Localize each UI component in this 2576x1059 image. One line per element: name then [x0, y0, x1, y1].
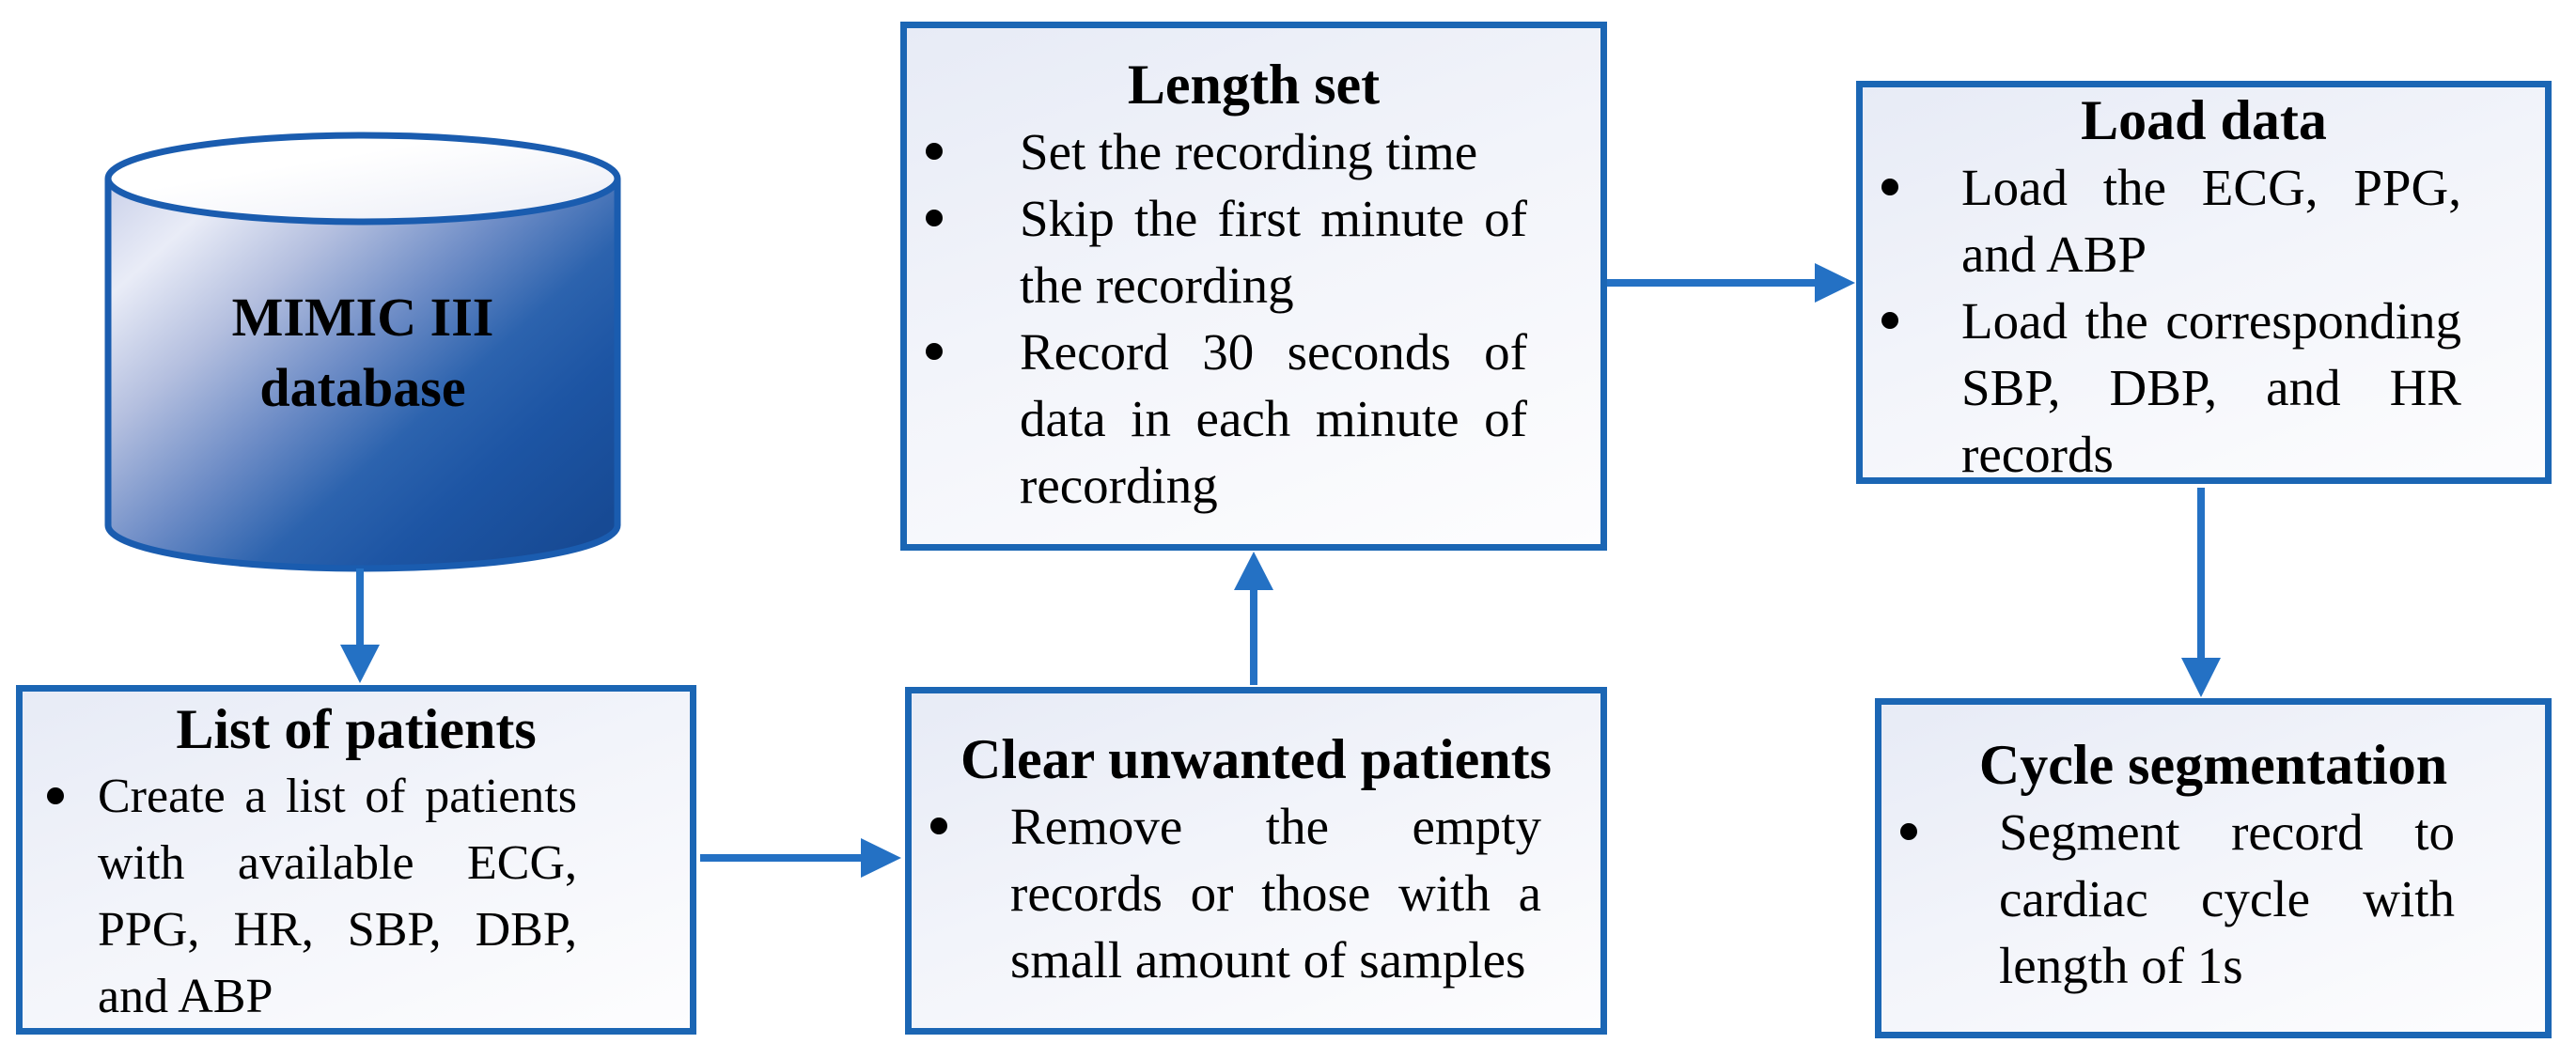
arrow-length-to-load	[1607, 263, 1855, 303]
arrow-load-to-cycle	[2181, 488, 2221, 697]
bullet-list-list-of-patients: Create a list of patients with available…	[23, 763, 690, 1030]
node-clear-unwanted: Clear unwanted patients Remove the empty…	[905, 687, 1607, 1035]
arrow-list-to-clear	[700, 838, 901, 878]
node-cycle-segmentation: Cycle segmentation Segment record to car…	[1875, 698, 2552, 1038]
database-cylinder-icon	[104, 132, 621, 572]
bullet-item: Segment record to cardiac cycle with len…	[1881, 799, 2545, 999]
bullet-item: Remove the empty records or those with a…	[912, 793, 1600, 993]
node-list-of-patients: List of patients Create a list of patien…	[16, 685, 696, 1035]
node-title-list-of-patients: List of patients	[176, 698, 537, 760]
node-title-length-set: Length set	[1127, 54, 1381, 116]
bullet-item: Set the recording time	[907, 118, 1600, 185]
bullet-item: Load the ECG, PPG, and ABP	[1863, 154, 2545, 288]
bullet-item: Record 30 seconds of data in each minute…	[907, 319, 1600, 519]
bullet-item: Skip the first minute of the recording	[907, 185, 1600, 319]
node-title-clear-unwanted: Clear unwanted patients	[960, 728, 1552, 790]
node-title-cycle-segmentation: Cycle segmentation	[1978, 734, 2448, 796]
bullet-item: Load the corresponding SBP, DBP, and HR …	[1863, 288, 2545, 488]
bullet-item: Create a list of patients with available…	[23, 763, 690, 1030]
bullet-list-cycle-segmentation: Segment record to cardiac cycle with len…	[1881, 799, 2545, 999]
arrow-clear-to-length	[1234, 552, 1273, 685]
arrow-database-to-list	[340, 568, 380, 683]
database-label: MIMIC III database	[231, 287, 494, 418]
node-title-load-data: Load data	[2081, 89, 2327, 151]
bullet-list-clear-unwanted: Remove the empty records or those with a…	[912, 793, 1600, 993]
